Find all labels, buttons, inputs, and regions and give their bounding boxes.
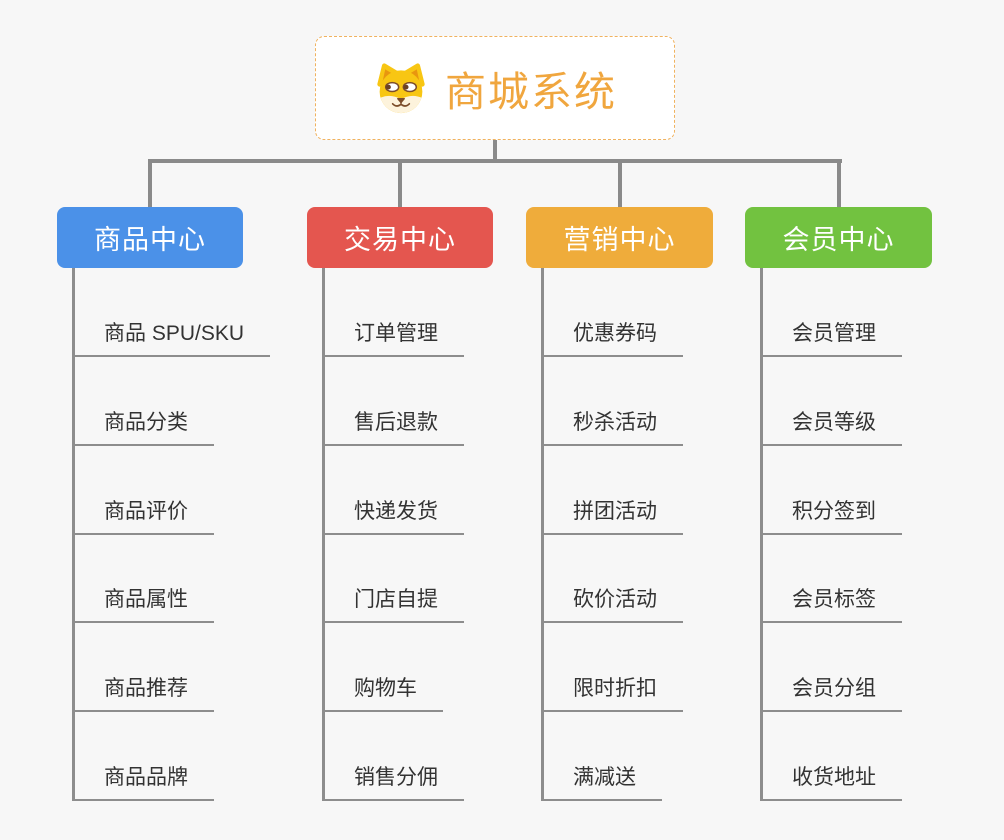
leaf-item[interactable]: 限时折扣 <box>542 672 683 713</box>
connector-branch-drop <box>617 159 622 209</box>
connector-branch-drop <box>148 159 152 209</box>
leaf-item[interactable]: 拼团活动 <box>542 495 683 535</box>
leaf-item[interactable]: 商品评价 <box>73 495 214 535</box>
leaf-item[interactable]: 商品属性 <box>73 583 214 624</box>
dog-icon <box>377 63 425 114</box>
leaf-item[interactable]: 满减送 <box>542 761 662 801</box>
leaf-item[interactable]: 会员分组 <box>761 672 902 713</box>
leaf-item[interactable]: 购物车 <box>323 672 443 713</box>
leaf-item[interactable]: 砍价活动 <box>542 583 683 624</box>
branch-label: 营销中心 <box>563 225 676 255</box>
connector-horizontal-rail <box>148 159 842 163</box>
leaf-item[interactable]: 会员标签 <box>761 583 902 624</box>
branch-node-0[interactable]: 商品中心 <box>57 207 243 268</box>
leaf-item[interactable]: 商品推荐 <box>73 672 214 713</box>
connector-branch-drop <box>836 159 841 209</box>
leaf-item[interactable]: 积分签到 <box>761 495 902 535</box>
branch-label: 商品中心 <box>94 225 206 255</box>
leaf-item[interactable]: 快递发货 <box>323 495 464 535</box>
branch-label: 交易中心 <box>344 225 456 255</box>
branch-node-3[interactable]: 会员中心 <box>745 207 932 268</box>
leaf-item[interactable]: 门店自提 <box>323 583 464 624</box>
leaf-item[interactable]: 会员管理 <box>761 317 902 357</box>
branch-node-2[interactable]: 营销中心 <box>526 207 713 268</box>
root-title: 商城系统 <box>445 69 617 115</box>
leaf-item[interactable]: 优惠券码 <box>542 317 683 357</box>
root-node[interactable]: 商城系统 <box>315 36 675 140</box>
leaf-item[interactable]: 销售分佣 <box>323 761 464 801</box>
leaf-item[interactable]: 售后退款 <box>323 406 464 446</box>
branch-label: 会员中心 <box>782 225 895 255</box>
leaf-item[interactable]: 会员等级 <box>761 406 902 446</box>
leaf-item[interactable]: 订单管理 <box>323 317 464 357</box>
leaf-item[interactable]: 商品分类 <box>73 406 214 446</box>
branch-node-1[interactable]: 交易中心 <box>307 207 493 268</box>
leaf-item[interactable]: 收货地址 <box>761 761 902 801</box>
connector-branch-drop <box>398 159 402 209</box>
leaf-item[interactable]: 商品品牌 <box>73 761 214 801</box>
leaf-item[interactable]: 商品 SPU/SKU <box>73 317 271 357</box>
connector-root-drop <box>493 138 497 163</box>
leaf-item[interactable]: 秒杀活动 <box>542 406 683 446</box>
